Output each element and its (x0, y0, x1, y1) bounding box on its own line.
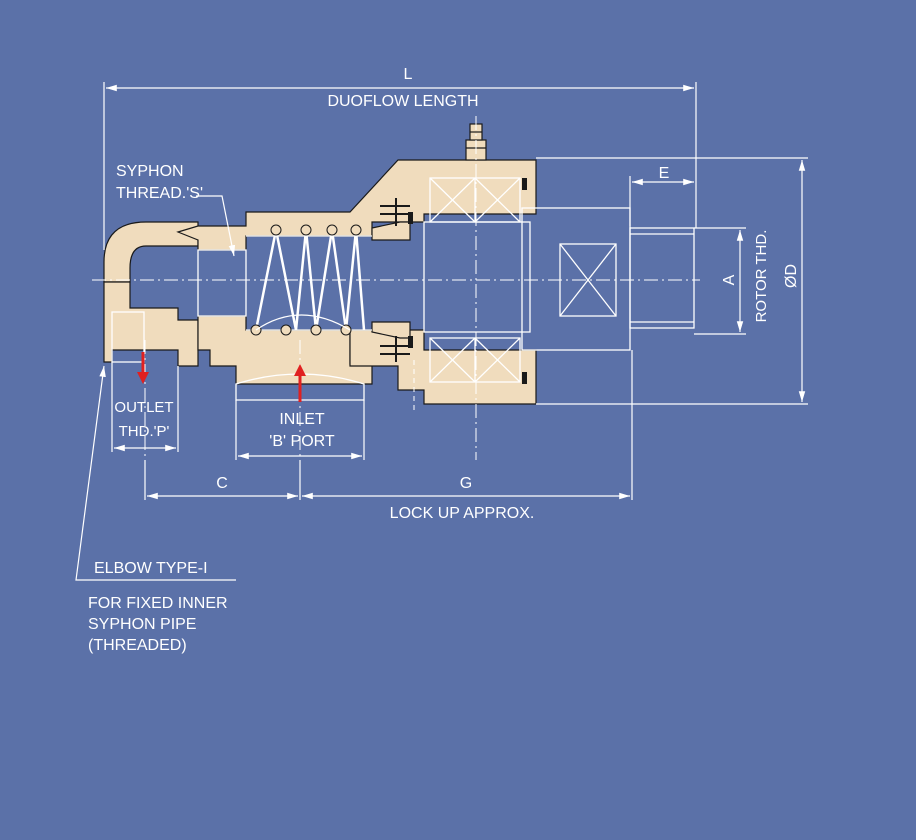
label-b-port: 'B' PORT (269, 433, 335, 450)
label-duoflow-length: DUOFLOW LENGTH (327, 93, 478, 110)
elbow-body (103, 221, 199, 283)
label-elbow-type: ELBOW TYPE-I (94, 560, 208, 577)
bearing-upper (429, 177, 521, 223)
joint-body (103, 123, 537, 405)
label-rotor-thread: ROTOR THD. (753, 230, 770, 323)
note-line1: FOR FIXED INNER (88, 595, 228, 612)
label-inlet: INLET (279, 411, 325, 428)
inlet-flow-arrow (294, 364, 306, 376)
label-syphon: SYPHON (116, 163, 184, 180)
label-outlet-thread: THD.'P' (119, 423, 170, 440)
label-g: G (460, 475, 472, 492)
label-l: L (404, 66, 413, 83)
label-e: E (659, 165, 670, 182)
dimensions (75, 82, 808, 581)
note-line3: (THREADED) (88, 637, 187, 654)
label-c: C (216, 475, 228, 492)
bolt-lower (380, 336, 410, 362)
bolt-upper (380, 198, 410, 226)
label-diameter: ØD (783, 264, 800, 288)
elbow-outlet-leg (103, 281, 199, 367)
flow-arrows (137, 352, 306, 402)
label-lock-up: LOCK UP APPROX. (390, 505, 535, 522)
label-a: A (721, 274, 738, 285)
label-outlet: OUTLET (114, 399, 173, 416)
labels: L DUOFLOW LENGTH E A ROTOR THD. ØD C G L… (88, 66, 800, 654)
seal-ring-upper (371, 221, 411, 241)
outlet-flow-arrow (137, 372, 149, 384)
label-syphon-thread: THREAD.'S' (116, 185, 203, 202)
main-housing-lower (349, 329, 537, 405)
bearing-lower (429, 337, 521, 383)
note-line2: SYPHON PIPE (88, 616, 196, 633)
